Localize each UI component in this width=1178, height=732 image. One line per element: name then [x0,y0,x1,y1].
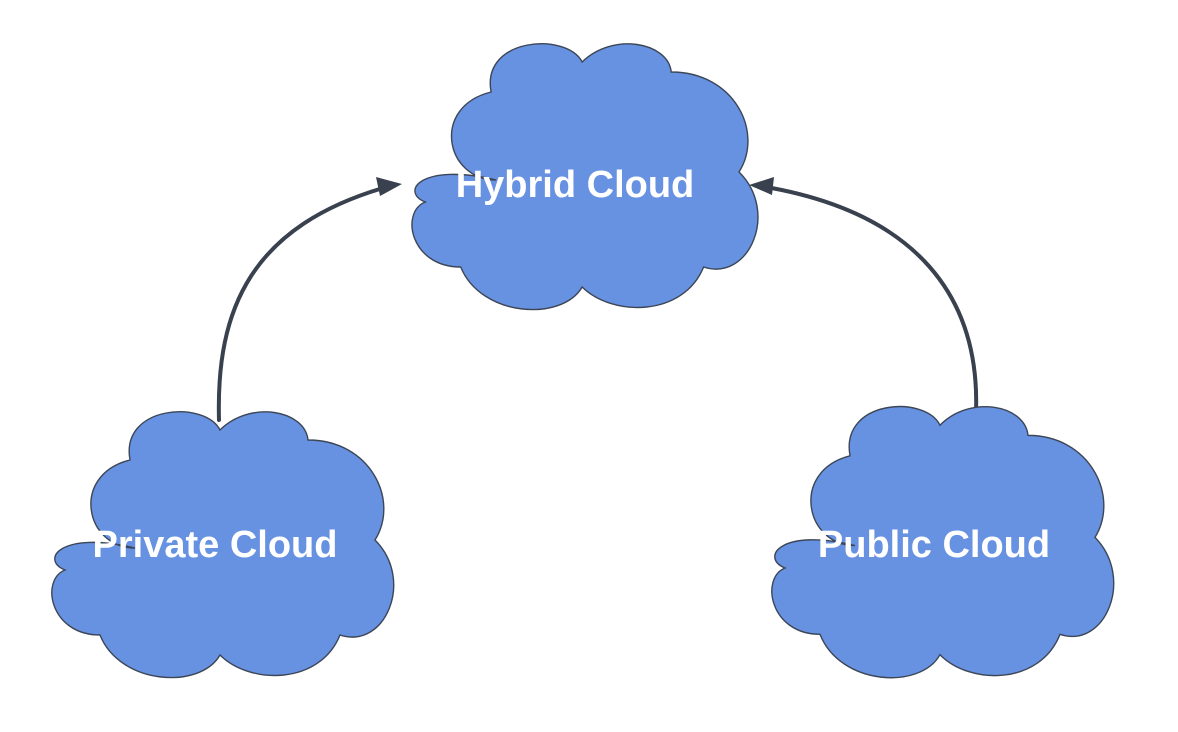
arrowhead-icon [749,177,774,195]
node-label: Public Cloud [818,524,1050,566]
node-hybrid-cloud[interactable]: Hybrid Cloud [411,43,759,311]
connector-line [216,184,392,422]
arrowhead-icon [376,177,402,196]
connector-private-to-hybrid [216,177,402,422]
node-label: Hybrid Cloud [456,164,695,206]
connector-public-to-hybrid [749,177,979,414]
node-public-cloud[interactable]: Public Cloud [771,405,1115,679]
connector-line [758,184,979,414]
node-private-cloud[interactable]: Private Cloud [51,411,395,679]
node-label: Private Cloud [93,524,338,566]
